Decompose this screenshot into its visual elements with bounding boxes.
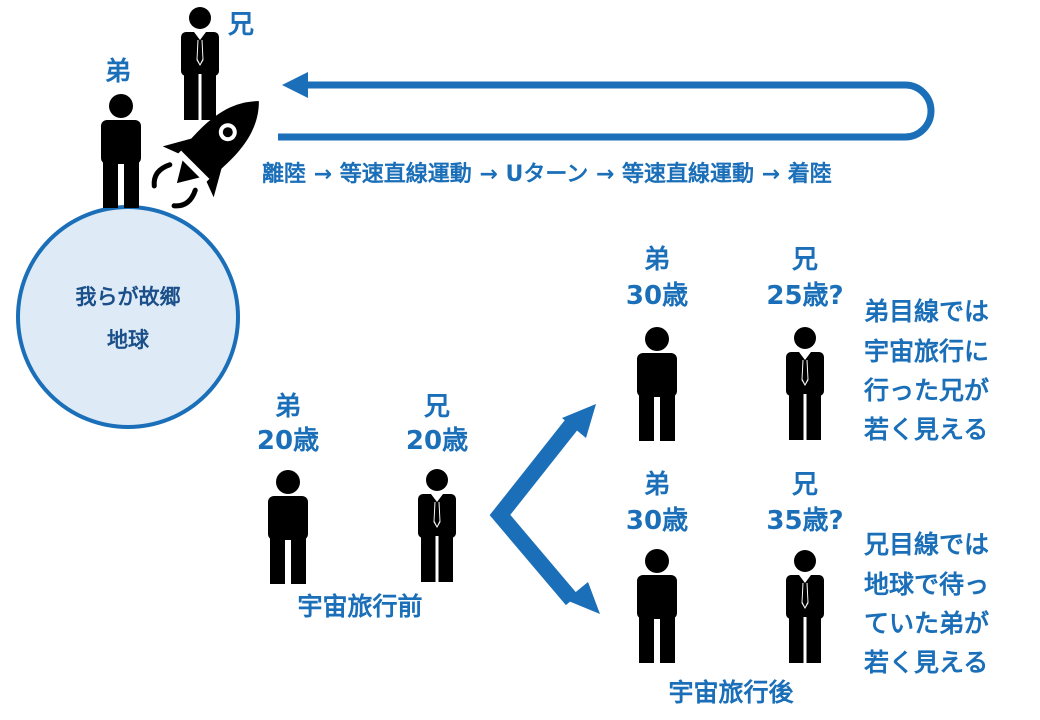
elder-brother-before-name: 兄 xyxy=(423,392,451,422)
before-trip-caption: 宇宙旅行前 xyxy=(297,592,423,621)
elder-brother-top-figure xyxy=(181,7,219,120)
elder-brother-after-upper-age: 25歳? xyxy=(766,281,844,311)
lower-note-line2: 地球で待っ xyxy=(864,570,990,599)
after-trip-caption: 宇宙旅行後 xyxy=(668,678,794,707)
branch-arrowhead-up xyxy=(562,404,596,438)
elder-brother-after-lower-name: 兄 xyxy=(791,470,819,500)
elder-brother-before-age: 20歳 xyxy=(405,426,469,456)
upper-note-line3: 行った兄が xyxy=(864,376,990,405)
younger-brother-after-lower-name: 弟 xyxy=(643,470,671,500)
u-turn-arrowhead xyxy=(282,72,308,98)
elder-brother-after-lower-age: 35歳? xyxy=(766,506,844,536)
upper-note-line2: 宇宙旅行に xyxy=(864,337,990,366)
younger-brother-after-upper-name: 弟 xyxy=(643,245,671,275)
lower-note-line4: 若く見える xyxy=(864,648,989,677)
upper-note-line1: 弟目線では xyxy=(864,297,990,326)
elder-brother-top-label: 兄 xyxy=(228,10,255,40)
earth-circle xyxy=(16,205,240,429)
journey-text: 離陸 → 等速直線運動 → Uターン → 等速直線運動 → 着陸 xyxy=(262,162,832,187)
younger-brother-after-upper-age: 30歳 xyxy=(625,281,689,311)
younger-brother-before-age: 20歳 xyxy=(256,426,320,456)
branch-arrowhead-down xyxy=(566,582,600,614)
elder-brother-after-lower-figure xyxy=(786,550,824,663)
lower-note-line3: ていた弟が xyxy=(864,609,990,638)
u-turn-path xyxy=(278,81,935,141)
younger-brother-before-name: 弟 xyxy=(274,392,302,422)
elder-brother-after-upper-name: 兄 xyxy=(791,245,819,275)
branch-arrows xyxy=(489,419,579,606)
elder-brother-after-upper-figure xyxy=(786,327,824,440)
earth-line2: 地球 xyxy=(107,328,149,352)
lower-note-line1: 兄目線では xyxy=(864,530,990,559)
younger-brother-top-figure xyxy=(101,94,141,208)
upper-note-line4: 若く見える xyxy=(864,415,989,444)
younger-brother-after-upper-figure xyxy=(637,327,677,441)
younger-brother-after-lower-age: 30歳 xyxy=(625,506,689,536)
younger-brother-top-label: 弟 xyxy=(105,57,132,87)
younger-brother-before-figure xyxy=(268,470,308,584)
younger-brother-after-lower-figure xyxy=(637,549,677,663)
earth-line1: 我らが故郷 xyxy=(75,285,181,309)
elder-brother-before-figure xyxy=(418,469,456,582)
rocket-icon xyxy=(151,101,259,209)
